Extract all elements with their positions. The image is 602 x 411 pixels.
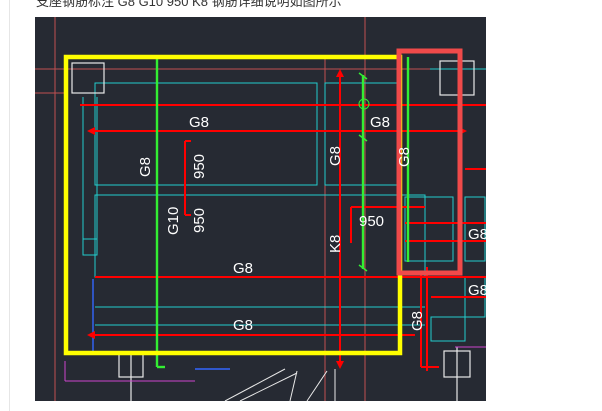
purple-lines bbox=[64, 346, 486, 382]
label-g8-top-left: G8 bbox=[189, 114, 209, 131]
label-g8-top-right: G8 bbox=[370, 114, 390, 131]
label-g8-edge-lower: G8 bbox=[468, 282, 486, 299]
label-g8-middle: G8 bbox=[233, 260, 253, 277]
background-geometry bbox=[35, 17, 486, 401]
column-squares bbox=[71, 60, 475, 401]
marker-circle bbox=[358, 98, 370, 110]
label-g8-vertical-left: G8 bbox=[137, 157, 154, 177]
label-950-lower: 950 bbox=[191, 208, 208, 233]
red-highlight-box bbox=[396, 48, 463, 276]
label-950-upper: 950 bbox=[191, 154, 208, 179]
cyan-outlines bbox=[82, 68, 486, 342]
blue-lines bbox=[92, 279, 230, 370]
page-left-rule bbox=[9, 0, 10, 411]
cad-drawing: G8 G8 G8 950 G10 950 G8 G8 950 K8 G8 G8 … bbox=[35, 17, 486, 401]
label-g8-vertical-bottom-right: G8 bbox=[409, 311, 426, 331]
label-k8-vertical: K8 bbox=[327, 235, 344, 253]
top-caption-text: 支座钢筋标注 G8 G10 950 K8 钢筋详细说明如图所示 bbox=[36, 0, 342, 8]
label-g8-edge-upper: G8 bbox=[468, 226, 486, 243]
label-g8-bottom: G8 bbox=[233, 317, 253, 334]
label-g10-vertical: G10 bbox=[165, 207, 182, 235]
green-rebar-lines bbox=[155, 55, 410, 369]
red-rebar-lines bbox=[80, 73, 486, 371]
yellow-highlight-box bbox=[63, 54, 403, 356]
label-g8-right-clipped: G8 bbox=[396, 147, 413, 167]
label-g8-vertical-center: G8 bbox=[327, 146, 344, 166]
top-caption-strip: 支座钢筋标注 G8 G10 950 K8 钢筋详细说明如图所示 bbox=[0, 0, 602, 8]
green-ticks bbox=[358, 72, 368, 272]
bottom-diagonals bbox=[224, 368, 336, 401]
cad-drawing-viewport[interactable]: G8 G8 G8 950 G10 950 G8 G8 950 K8 G8 G8 … bbox=[35, 17, 486, 401]
label-950-right: 950 bbox=[359, 213, 384, 230]
